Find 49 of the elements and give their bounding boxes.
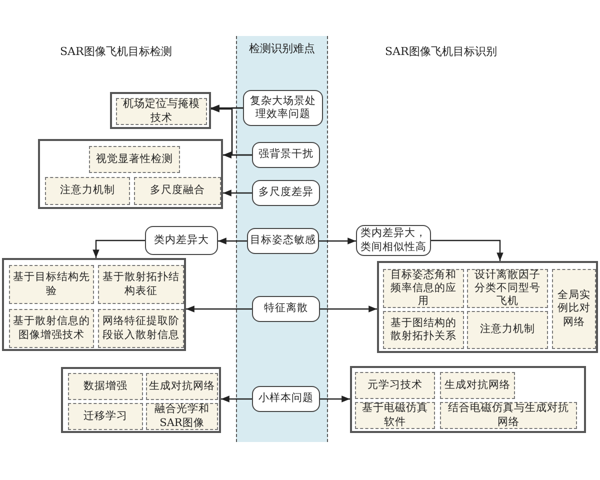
group-box xyxy=(61,367,221,433)
problem-box: 特征离散 xyxy=(252,296,320,322)
column-band xyxy=(236,36,328,442)
method-box: 基于目标结构先验 xyxy=(9,265,94,304)
arrow xyxy=(223,152,252,158)
method-box: 元学习技术 xyxy=(355,372,435,399)
group-box xyxy=(377,261,598,353)
section-heading: SAR图像飞机目标检测 xyxy=(60,44,172,59)
arrow xyxy=(218,238,247,244)
method-box: 基于散射信息的图像增强技术 xyxy=(9,309,94,348)
arrow xyxy=(186,306,252,312)
group-box xyxy=(38,139,223,209)
arrow xyxy=(223,190,252,196)
column-heading: 检测识别难点 xyxy=(248,42,316,56)
method-box: 全局实例比对网络 xyxy=(552,269,596,349)
method-box: 注意力机制 xyxy=(467,311,548,349)
method-box: 生成对抗网络 xyxy=(440,372,515,399)
arrow xyxy=(431,240,504,261)
sub-problem-box: 类内差异大，类间相似性高 xyxy=(356,225,431,256)
method-box: 基于散射拓扑结构表征 xyxy=(98,265,184,304)
arrow xyxy=(320,396,350,402)
arrow xyxy=(92,240,145,258)
method-box: 迁移学习 xyxy=(68,403,143,430)
group-box xyxy=(110,92,211,129)
method-box: 基于电磁仿真软件 xyxy=(355,402,435,429)
method-box: 机场定位与掩模技术 xyxy=(116,98,207,125)
problem-box: 多尺度差异 xyxy=(252,180,320,206)
arrow xyxy=(320,306,377,312)
section-heading: SAR图像飞机目标识别 xyxy=(385,44,497,59)
group-box xyxy=(350,366,586,433)
method-box: 生成对抗网络 xyxy=(146,373,218,400)
arrow xyxy=(319,238,356,244)
method-box: 目标姿态角和频率信息的应用 xyxy=(383,269,464,308)
method-box: 注意力机制 xyxy=(45,177,130,205)
method-box: 结合电磁仿真与生成对抗网络 xyxy=(440,402,577,429)
group-box xyxy=(2,258,186,351)
method-box: 数据增强 xyxy=(68,373,143,400)
problem-box: 复杂大场景处理效率问题 xyxy=(243,90,323,126)
method-box: 视觉显著性检测 xyxy=(89,146,180,173)
method-box: 融合光学和SAR图像 xyxy=(146,403,218,430)
method-box: 多尺度融合 xyxy=(134,177,221,205)
problem-box: 目标姿态敏感 xyxy=(247,228,319,254)
problem-box: 强背景干扰 xyxy=(252,142,320,168)
sub-problem-box: 类内差异大 xyxy=(145,226,218,255)
method-box: 基于图结构的散射拓扑关系 xyxy=(383,311,464,349)
method-box: 设计离散因子分类不同型号飞机 xyxy=(467,269,548,308)
problem-box: 小样本问题 xyxy=(252,386,320,412)
method-box: 网络特征提取阶段嵌入散射信息 xyxy=(98,309,184,348)
arrow xyxy=(221,396,252,402)
